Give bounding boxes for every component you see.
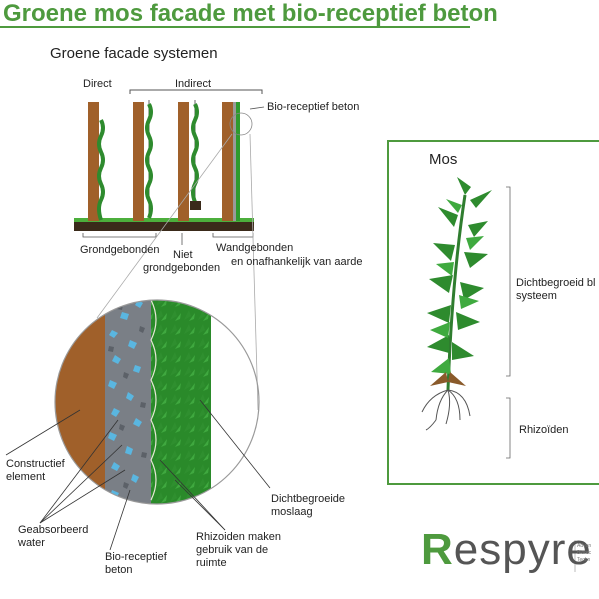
label-moslaag: moslaag bbox=[271, 506, 313, 518]
title-underline bbox=[0, 26, 470, 28]
label-indirect: Indirect bbox=[175, 78, 212, 90]
logo-initial: R bbox=[421, 525, 454, 574]
climber-indirect bbox=[145, 103, 153, 219]
zoom-circle-small bbox=[229, 112, 253, 136]
grass-strip bbox=[74, 218, 254, 222]
wall-indirect-ground bbox=[133, 102, 144, 221]
label-bio-receptief: Bio-receptief bbox=[105, 551, 167, 563]
label-grondgebonden: Grondgebonden bbox=[80, 244, 160, 256]
respyre-logo: Respyre bbox=[421, 526, 592, 574]
detail-circle bbox=[54, 299, 260, 505]
label-beton: beton bbox=[105, 564, 133, 576]
constructive-element bbox=[55, 300, 105, 504]
label-direct: Direct bbox=[83, 78, 112, 90]
label-gebruik: gebruik van de bbox=[196, 544, 269, 556]
tag-line-2: Biorec bbox=[577, 550, 592, 556]
planter-box bbox=[190, 201, 201, 210]
label-rhizoiden-maken: Rhizoiden maken bbox=[196, 531, 281, 543]
label-niet: Niet bbox=[173, 249, 193, 261]
climber-pot bbox=[191, 103, 199, 203]
wall-wallbound bbox=[222, 102, 233, 221]
label-geabsorbeerd: Geabsorbeerd bbox=[18, 524, 89, 536]
pointer-lines bbox=[5, 399, 271, 551]
label-systeem: systeem bbox=[516, 290, 557, 302]
indirect-bracket bbox=[129, 89, 263, 94]
facade-systems-heading: Groene facade systemen bbox=[50, 45, 218, 62]
rhizoid-lines bbox=[150, 300, 157, 501]
mos-panel-frame bbox=[387, 140, 599, 485]
zoom-circle-large bbox=[54, 299, 260, 505]
moss-plant-illustration bbox=[421, 177, 492, 431]
label-niet-grondgebonden: grondgebonden bbox=[143, 262, 221, 274]
label-ruimte: ruimte bbox=[196, 557, 227, 569]
tag-line-1: Advan bbox=[577, 543, 592, 549]
mos-heading: Mos bbox=[429, 151, 458, 168]
tag-line-3: Techn bbox=[577, 557, 591, 563]
rhizoid-bracket bbox=[506, 397, 511, 459]
label-constructief: Constructief bbox=[6, 458, 65, 470]
logo-rest: espyre bbox=[453, 525, 592, 574]
label-dichtbegroeide: Dichtbegroeide bbox=[271, 493, 345, 505]
label-onafhankelijk: en onafhankelijk van aarde bbox=[231, 256, 363, 268]
label-bio-receptive: Bio-receptief beton bbox=[267, 101, 360, 113]
facade-systems-diagram bbox=[74, 89, 265, 245]
bio-concrete-layer bbox=[233, 102, 236, 221]
moss-layer-small bbox=[236, 102, 240, 221]
wall-not-grounded bbox=[178, 102, 189, 221]
logo-tagline: Advan Biorec Techn bbox=[577, 543, 591, 564]
ground-slab bbox=[74, 221, 254, 231]
label-rhizoiden: Rhizoïden bbox=[519, 424, 569, 436]
label-blad: Dichtbegroeid bl bbox=[516, 277, 596, 289]
wall-direct bbox=[88, 102, 99, 221]
label-water: water bbox=[18, 537, 45, 549]
label-wandgebonden: Wandgebonden bbox=[216, 242, 294, 254]
blad-bracket bbox=[506, 186, 511, 377]
climber-direct bbox=[97, 119, 105, 221]
page-title: Groene mos facade met bio-receptief beto… bbox=[3, 0, 498, 27]
label-element: element bbox=[6, 471, 46, 483]
